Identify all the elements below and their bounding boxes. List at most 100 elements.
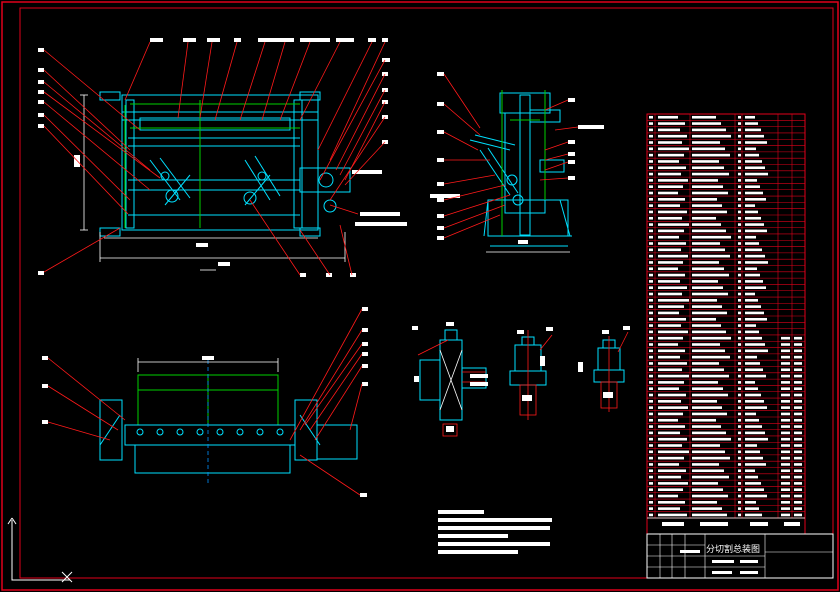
table-cell-text xyxy=(794,381,802,384)
table-cell-text xyxy=(745,444,757,447)
table-cell-text xyxy=(658,412,683,416)
table-cell-text xyxy=(658,147,689,151)
table-cell-text xyxy=(649,191,653,195)
top-view-assembly xyxy=(42,307,368,497)
table-cell-text xyxy=(745,400,764,403)
table-cell-text xyxy=(745,299,758,302)
table-cell-text xyxy=(738,336,741,340)
table-cell-text xyxy=(738,223,741,226)
table-cell-text xyxy=(649,223,653,226)
table-cell-text xyxy=(658,368,682,372)
table-cell-text xyxy=(649,128,653,132)
table-cell-text xyxy=(692,431,726,435)
table-cell-text xyxy=(649,204,653,207)
table-cell-text xyxy=(738,431,741,435)
table-cell-text xyxy=(781,349,790,353)
table-cell-text xyxy=(738,179,741,182)
table-cell-text xyxy=(649,437,653,441)
table-cell-text xyxy=(658,513,687,517)
table-cell-text xyxy=(658,406,688,409)
table-cell-text xyxy=(738,185,741,188)
table-cell-text xyxy=(745,368,763,372)
table-cell-text xyxy=(658,191,678,195)
table-cell-text xyxy=(738,362,741,365)
table-cell-text xyxy=(745,122,758,125)
table-cell-text xyxy=(738,267,741,271)
table-cell-text xyxy=(794,368,802,372)
table-cell-text xyxy=(649,507,653,510)
table-cell-text xyxy=(658,280,680,283)
table-cell-text xyxy=(649,431,653,435)
table-cell-text xyxy=(745,141,767,144)
table-cell-text xyxy=(692,330,726,334)
table-cell-text xyxy=(781,425,790,428)
table-cell-text xyxy=(794,425,802,428)
table-cell-text xyxy=(745,311,764,315)
table-cell-text xyxy=(738,381,741,384)
table-cell-text xyxy=(649,368,653,372)
table-cell-text xyxy=(649,494,653,498)
table-cell-text xyxy=(658,317,686,321)
table-cell-text xyxy=(745,115,755,119)
table-cell-text xyxy=(649,393,653,397)
table-cell-text xyxy=(745,216,761,220)
table-cell-text xyxy=(692,235,731,239)
table-cell-text xyxy=(658,128,680,132)
table-cell-text xyxy=(745,330,759,334)
table-cell-text xyxy=(794,336,802,340)
table-cell-text xyxy=(692,198,717,201)
table-cell-text xyxy=(794,374,802,378)
table-cell-text xyxy=(692,400,717,403)
table-cell-text xyxy=(692,166,724,170)
table-cell-text xyxy=(649,115,653,119)
drawing-title: 分切割总装图 xyxy=(706,545,761,555)
table-cell-text xyxy=(658,336,683,340)
table-cell-text xyxy=(745,494,767,498)
table-cell-text xyxy=(649,469,653,473)
table-cell-text xyxy=(658,134,687,138)
table-cell-text xyxy=(658,463,679,466)
table-cell-text xyxy=(738,292,741,296)
table-cell-text xyxy=(692,229,726,233)
table-cell-text xyxy=(649,166,653,170)
table-cell-text xyxy=(649,242,653,245)
table-cell-text xyxy=(658,267,678,271)
table-cell-text xyxy=(649,134,653,138)
table-cell-text xyxy=(745,324,756,327)
table-cell-text xyxy=(794,501,802,504)
table-cell-text xyxy=(745,450,760,454)
table-cell-text xyxy=(794,393,802,397)
table-cell-text xyxy=(692,172,729,176)
table-cell-text xyxy=(649,501,653,504)
sheet-inner-border xyxy=(19,7,834,579)
table-cell-text xyxy=(658,153,684,157)
table-cell-text xyxy=(745,191,763,195)
table-cell-text xyxy=(649,406,653,409)
table-cell-text xyxy=(738,393,741,397)
table-cell-text xyxy=(794,349,802,353)
table-cell-text xyxy=(658,437,687,441)
table-cell-text xyxy=(794,387,802,390)
table-cell-text xyxy=(738,141,741,144)
table-cell-text xyxy=(781,381,790,384)
table-cell-text xyxy=(649,374,653,378)
table-cell-text xyxy=(692,280,718,283)
table-cell-text xyxy=(745,172,768,176)
table-cell-text xyxy=(692,153,730,157)
table-cell-text xyxy=(692,286,723,289)
table-cell-text xyxy=(649,400,653,403)
table-cell-text xyxy=(658,185,683,188)
table-cell-text xyxy=(658,374,689,378)
table-cell-text xyxy=(738,475,741,479)
table-cell-text xyxy=(692,254,730,258)
table-cell-text xyxy=(794,463,802,466)
table-cell-text xyxy=(745,469,755,473)
table-cell-text xyxy=(658,216,682,220)
table-cell-text xyxy=(658,343,678,346)
table-cell-text xyxy=(738,343,741,346)
table-cell-text xyxy=(692,374,729,378)
table-cell-text xyxy=(745,160,762,163)
table-cell-text xyxy=(794,507,802,510)
table-cell-text xyxy=(738,349,741,353)
